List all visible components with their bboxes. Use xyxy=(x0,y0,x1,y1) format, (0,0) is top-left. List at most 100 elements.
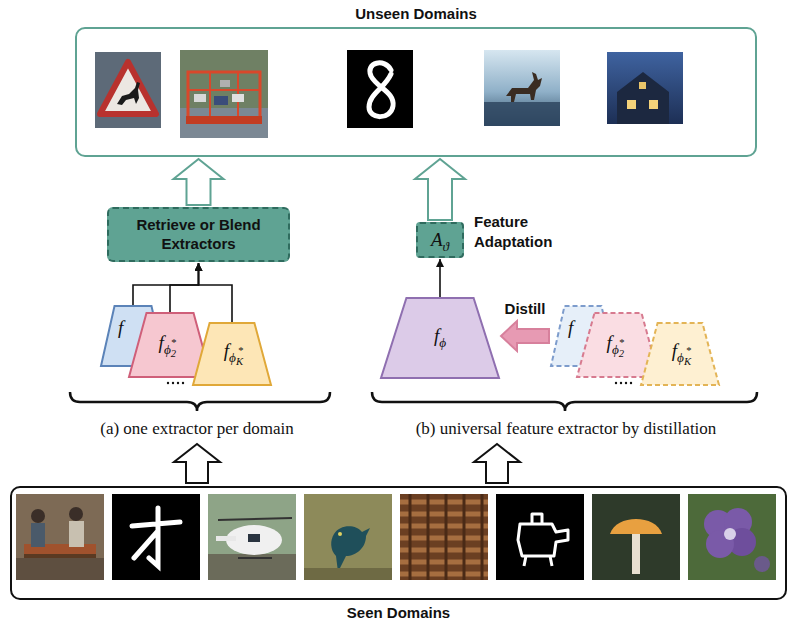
flower-image xyxy=(688,494,776,580)
digit-image xyxy=(347,50,413,128)
extractor-trapezoid: fϕK* xyxy=(192,322,272,386)
box-label: Retrieve or Blend Extractors xyxy=(117,216,280,254)
ferry-image-part xyxy=(180,50,268,138)
symbol-label: Aϑ xyxy=(431,229,449,251)
connector-arrow xyxy=(439,259,441,298)
house-image xyxy=(607,52,683,124)
connector-arrow xyxy=(170,263,199,313)
helicopter-image-part xyxy=(218,518,292,520)
ellipsis-dots-part xyxy=(182,382,184,384)
elk-image-part xyxy=(484,102,560,126)
ferry-image xyxy=(180,50,268,138)
mushroom-image-part xyxy=(610,519,662,534)
helicopter-image-part xyxy=(216,536,236,541)
ellipsis-dots-part xyxy=(172,382,174,384)
house-image-part xyxy=(649,100,658,109)
ferry-image-part xyxy=(194,94,206,102)
house-image-part xyxy=(627,100,636,109)
ellipsis-dots-part xyxy=(615,382,617,384)
elk-image-part xyxy=(484,50,560,126)
caption: (b) universal feature extractor by disti… xyxy=(368,418,764,440)
texture-image-part xyxy=(400,502,488,574)
distill-arrow xyxy=(501,321,549,351)
marimba-image-part xyxy=(69,507,83,521)
flower-image-part xyxy=(724,528,736,540)
hollow-arrow xyxy=(174,159,224,205)
bird-image-part xyxy=(331,526,370,572)
sign-image-part xyxy=(100,62,156,114)
bird-image-part xyxy=(338,532,342,536)
bird-image-part xyxy=(304,494,392,580)
trapezoid-outline xyxy=(641,323,719,385)
ferry-image-part xyxy=(188,89,260,91)
sketch-image-part xyxy=(518,514,568,566)
symbol-label: fϕ xyxy=(380,325,500,347)
bird-image xyxy=(304,494,392,580)
ferry-image-part xyxy=(188,72,260,118)
marimba-image-part xyxy=(31,523,45,547)
ellipsis-dots-part xyxy=(177,382,179,384)
adapter-box: Aϑ xyxy=(416,222,464,258)
character-image-part xyxy=(112,494,200,580)
domain-panel: Unseen Domains xyxy=(75,27,757,157)
sign-image-part xyxy=(95,52,161,128)
ferry-image-part xyxy=(180,108,268,138)
symbol-label: fϕK* xyxy=(200,340,272,362)
sign-image xyxy=(95,52,161,128)
extractor-trapezoid: fϕ xyxy=(380,297,500,379)
texture-image-part xyxy=(410,494,482,580)
flower-image-part xyxy=(688,494,776,580)
hollow-arrow xyxy=(474,444,520,483)
digit-image-part xyxy=(369,63,393,117)
panel-title: Unseen Domains xyxy=(77,5,755,22)
brace xyxy=(372,392,757,411)
digit-image-part xyxy=(347,50,413,128)
ferry-image-part xyxy=(232,94,244,102)
elk-image xyxy=(484,50,560,126)
marimba-image-part xyxy=(16,558,104,580)
caption: (a) one extractor per domain xyxy=(37,418,357,440)
ferry-image-part xyxy=(214,96,228,105)
ferry-image-part xyxy=(186,116,262,124)
symbol-label: fϕK* xyxy=(648,340,720,362)
helicopter-image-part xyxy=(208,554,296,580)
symbol-label: fϕ2* xyxy=(128,332,212,354)
bird-image-part xyxy=(304,568,392,580)
house-image-part xyxy=(607,52,683,124)
character-image xyxy=(112,494,200,580)
marimba-image-part xyxy=(24,554,96,558)
helicopter-image-part xyxy=(208,494,296,580)
ellipsis-dots-part xyxy=(167,382,169,384)
ellipsis-dots-part xyxy=(625,382,627,384)
trapezoid-outline xyxy=(193,323,271,385)
brace xyxy=(70,392,330,411)
edge-label: Distill xyxy=(504,300,547,317)
helicopter-image xyxy=(208,494,296,580)
sketch-image-part xyxy=(496,494,584,580)
symbol-label: f xyxy=(118,317,123,339)
marimba-image-part xyxy=(16,494,104,580)
house-image-part xyxy=(617,72,669,124)
mushroom-image xyxy=(592,494,680,580)
sign-image-part xyxy=(117,82,140,105)
marimba-image-part xyxy=(69,521,84,547)
ferry-image-part xyxy=(209,72,211,118)
domain-panel: Seen Domains xyxy=(10,486,787,600)
flower-image-part xyxy=(754,556,770,572)
helicopter-image-part xyxy=(238,557,272,559)
process-box: Retrieve or Blend Extractors xyxy=(107,207,290,262)
mushroom-image-part xyxy=(632,534,640,574)
helicopter-image-part xyxy=(248,534,260,542)
connector-arrow xyxy=(199,263,233,323)
feature-label: Feature Adaptation xyxy=(474,212,574,251)
ferry-image-part xyxy=(220,80,230,87)
character-image-part xyxy=(132,508,180,566)
sketch-image xyxy=(496,494,584,580)
house-image-part xyxy=(639,82,646,89)
panel-title: Seen Domains xyxy=(12,604,785,621)
mushroom-image-part xyxy=(592,494,680,580)
trapezoid-outline xyxy=(381,298,499,378)
texture-image xyxy=(400,494,488,580)
elk-image-part xyxy=(506,72,542,102)
